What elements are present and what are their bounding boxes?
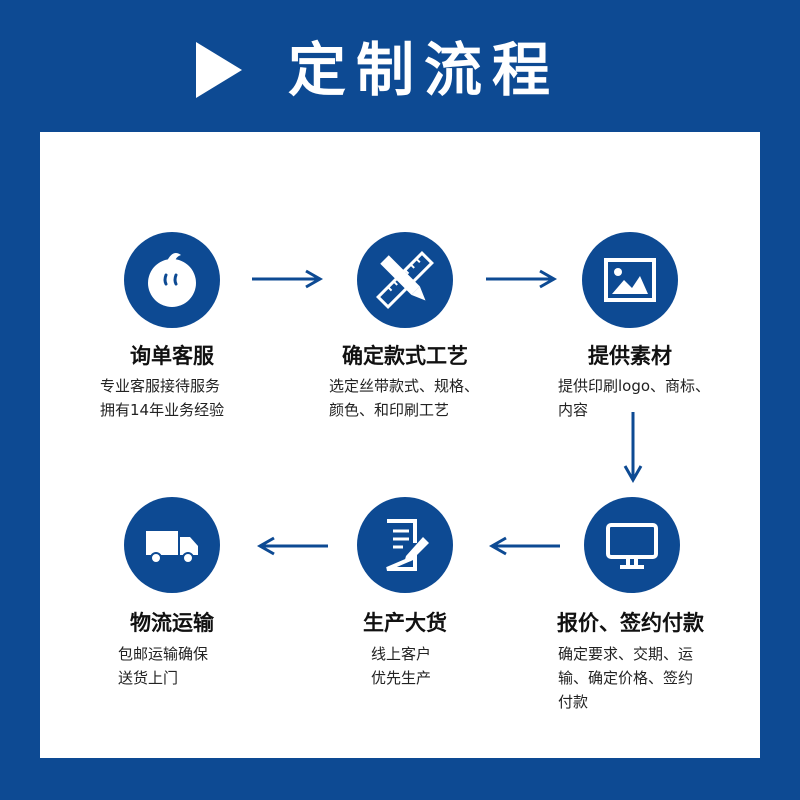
step-title: 提供素材 (588, 344, 672, 368)
arrow-down-icon (623, 412, 643, 484)
play-triangle-icon (196, 42, 242, 98)
step-desc-line: 选定丝带款式、规格、 (329, 377, 480, 395)
step-title: 报价、签约付款 (557, 611, 704, 635)
step-desc-line: 拥有14年业务经验 (100, 401, 225, 419)
step-desc-line: 线上客户 (371, 645, 432, 663)
arrow-right-icon (486, 269, 558, 289)
step-title: 询单客服 (130, 344, 214, 368)
ruler-pencil-icon (357, 232, 453, 328)
truck-icon (124, 497, 220, 593)
arrow-right-icon (252, 269, 324, 289)
step-title: 生产大货 (363, 611, 447, 635)
step-desc-line: 专业客服接待服务 (100, 377, 221, 395)
step-title: 物流运输 (130, 611, 214, 635)
step-desc-line: 确定要求、交期、运 (558, 645, 694, 663)
monitor-icon (584, 497, 680, 593)
image-icon (582, 232, 678, 328)
step-desc-line: 付款 (558, 693, 589, 711)
arrow-left-icon (256, 536, 328, 556)
arrow-left-icon (488, 536, 560, 556)
step-desc-line: 包邮运输确保 (118, 645, 209, 663)
step-desc-line: 送货上门 (118, 669, 179, 687)
chat-bubble-icon (124, 232, 220, 328)
step-desc-line: 提供印刷logo、商标、 (558, 377, 711, 395)
step-desc-line: 内容 (558, 401, 589, 419)
step-desc-line: 优先生产 (371, 669, 432, 687)
step-title: 确定款式工艺 (342, 344, 468, 368)
document-edit-icon (357, 497, 453, 593)
step-desc-line: 颜色、和印刷工艺 (329, 401, 450, 419)
page-title: 定制流程 (288, 36, 561, 104)
step-desc-line: 输、确定价格、签约 (558, 669, 694, 687)
